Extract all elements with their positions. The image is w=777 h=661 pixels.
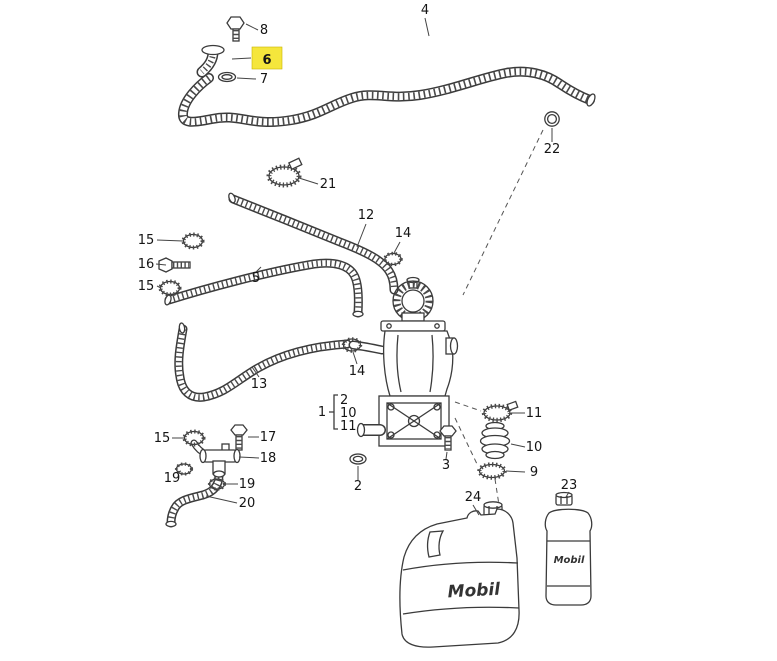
part-clamp-11 xyxy=(481,400,519,423)
callout-22[interactable]: 22 xyxy=(544,142,561,157)
assembly-dashed-lines xyxy=(454,129,544,506)
part-bolt-17 xyxy=(230,424,248,451)
part-clamp-19-a xyxy=(174,462,194,476)
callout-19-a[interactable]: 19 xyxy=(164,471,181,486)
part-connector-stub xyxy=(348,340,387,355)
part-bolt-8 xyxy=(226,16,245,42)
callout-10-group[interactable]: 10 xyxy=(340,406,357,421)
callout-1[interactable]: 1 xyxy=(318,405,326,420)
part-clamp-15-c xyxy=(182,429,206,447)
callout-3[interactable]: 3 xyxy=(442,458,450,473)
part-bolt-3 xyxy=(439,425,457,451)
callout-6[interactable]: 6 xyxy=(262,53,271,68)
callout-12[interactable]: 12 xyxy=(358,208,375,223)
callout-2-group[interactable]: 2 xyxy=(340,393,348,408)
callout-19-b[interactable]: 19 xyxy=(239,477,256,492)
callout-23[interactable]: 23 xyxy=(561,478,578,493)
callout-4[interactable]: 4 xyxy=(421,3,429,18)
callout-2[interactable]: 2 xyxy=(354,479,362,494)
leader-lines xyxy=(155,17,570,516)
part-t-fitting-18 xyxy=(199,443,241,478)
part-oring-7 xyxy=(217,71,237,83)
callout-24[interactable]: 24 xyxy=(465,490,482,505)
part-hose-13 xyxy=(174,322,352,402)
part-oil-jug-24: Mobil xyxy=(399,501,520,648)
callout-15-c[interactable]: 15 xyxy=(154,431,171,446)
callout-11-group[interactable]: 11 xyxy=(340,419,357,434)
callout-5[interactable]: 5 xyxy=(252,271,260,286)
callout-20[interactable]: 20 xyxy=(239,496,256,511)
part-hose-4 xyxy=(178,66,596,128)
part-clamp-15-a xyxy=(181,232,205,250)
callout-15-b[interactable]: 15 xyxy=(138,279,155,294)
bottle-brand-label: Mobil xyxy=(554,555,585,566)
callout-7[interactable]: 7 xyxy=(260,72,268,87)
part-oil-separator xyxy=(356,276,459,447)
part-clamp-14-upper xyxy=(383,251,403,267)
callout-9[interactable]: 9 xyxy=(530,465,538,480)
part-oring-22 xyxy=(544,111,560,127)
part-clamp-9 xyxy=(477,462,507,480)
callout-10[interactable]: 10 xyxy=(526,440,543,455)
part-elbow-6 xyxy=(196,44,225,78)
part-clamp-19-b xyxy=(207,477,227,491)
group-bracket-1 xyxy=(329,394,338,430)
callout-14-lower[interactable]: 14 xyxy=(349,364,366,379)
callout-13[interactable]: 13 xyxy=(251,377,268,392)
part-clamp-21 xyxy=(266,157,303,188)
part-oil-bottle-23: Mobil xyxy=(544,491,593,606)
callout-8[interactable]: 8 xyxy=(260,23,268,38)
callout-17[interactable]: 17 xyxy=(260,430,277,445)
part-hose-5 xyxy=(164,258,364,318)
callout-16[interactable]: 16 xyxy=(138,257,155,272)
callout-15-a[interactable]: 15 xyxy=(138,233,155,248)
callout-18[interactable]: 18 xyxy=(260,451,277,466)
callout-14-upper[interactable]: 14 xyxy=(395,226,412,241)
part-clamp-14-lower xyxy=(341,337,363,353)
part-bellows-10 xyxy=(479,421,511,460)
callout-21[interactable]: 21 xyxy=(320,177,337,192)
part-hose-12 xyxy=(228,192,399,295)
highlight-box[interactable] xyxy=(251,46,283,70)
part-oring-2 xyxy=(349,453,367,465)
callout-11[interactable]: 11 xyxy=(526,406,543,421)
part-clamp-15-b xyxy=(158,279,182,297)
jug-brand-label: Mobil xyxy=(447,580,502,603)
